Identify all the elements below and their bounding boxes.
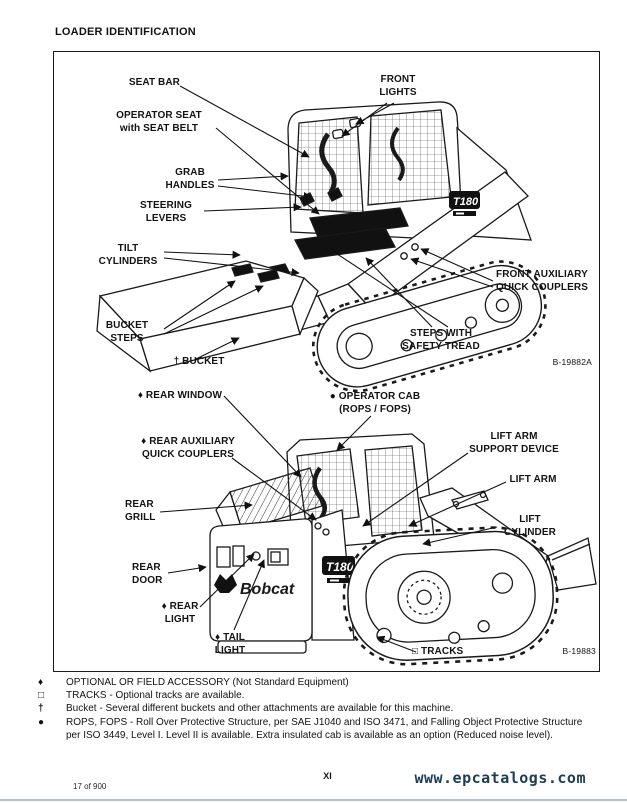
label-rear-window: ♦ REAR WINDOW bbox=[137, 390, 222, 401]
label-front-lights: FRONT LIGHTS bbox=[379, 74, 417, 98]
label-steering-levers: STEERING LEVERS bbox=[140, 200, 192, 224]
label-lift-arm-support: LIFT ARM SUPPORT DEVICE bbox=[469, 431, 559, 455]
label-rear-door: REAR DOOR bbox=[132, 562, 163, 586]
legend-item-tracks: □ TRACKS - Optional tracks are available… bbox=[38, 690, 245, 702]
circle-symbol: ● bbox=[38, 716, 45, 728]
svg-text:T180: T180 bbox=[453, 196, 479, 208]
label-lift-arm: LIFT ARM bbox=[509, 474, 557, 485]
legend-item-rops-fops: ● ROPS, FOPS - Roll Over Protective Stru… bbox=[38, 716, 583, 741]
svg-text:T180: T180 bbox=[326, 560, 354, 574]
legend-item-bucket: † Bucket - Several different buckets and… bbox=[38, 703, 454, 715]
label-tracks: □ TRACKS bbox=[412, 646, 464, 657]
watermark-link[interactable]: www.epcatalogs.com bbox=[414, 769, 586, 787]
label-rear-aux-couplers: ♦ REAR AUXILIARY QUICK COUPLERS bbox=[141, 436, 235, 460]
label-steps-safety-tread: STEPS WITH SAFETY TREAD bbox=[402, 328, 480, 352]
label-front-aux-couplers: FRONT AUXILIARY QUICK COUPLERS bbox=[496, 269, 588, 293]
label-tail-light: ♦ TAIL LIGHT bbox=[214, 632, 246, 656]
label-lift-cylinder: LIFT CYLINDER bbox=[504, 514, 556, 538]
bottom-loader-drawing: T180 Bobcat bbox=[209, 433, 597, 666]
footer-rule bbox=[0, 799, 627, 801]
label-seat-bar: SEAT BAR bbox=[128, 77, 180, 88]
label-operator-seat: OPERATOR SEAT with SEAT BELT bbox=[116, 110, 202, 134]
diamond-symbol: ♦ bbox=[38, 677, 44, 688]
label-rear-grill: REAR GRILL bbox=[125, 499, 156, 523]
label-bucket-steps: BUCKET STEPS bbox=[105, 320, 149, 344]
roman-page-numeral: XI bbox=[323, 771, 332, 781]
figure-ref-bottom: B-19883 bbox=[562, 646, 596, 656]
label-grab-handles: GRAB HANDLES bbox=[165, 167, 215, 191]
square-symbol: □ bbox=[38, 690, 45, 702]
label-tilt-cylinders: TILT CYLINDERS bbox=[98, 243, 158, 267]
page-number: 17 of 900 bbox=[73, 782, 107, 791]
label-operator-cab: ● OPERATOR CAB (ROPS / FOPS) bbox=[329, 391, 421, 415]
figure-ref-top: B-19882A bbox=[552, 357, 592, 367]
dagger-symbol: † bbox=[38, 703, 44, 715]
legend-notes: ♦ OPTIONAL OR FIELD ACCESSORY (Not Stand… bbox=[38, 676, 594, 742]
top-loader-drawing: T180 bbox=[96, 101, 547, 393]
page-title: LOADER IDENTIFICATION bbox=[55, 26, 196, 38]
legend-item-optional: ♦ OPTIONAL OR FIELD ACCESSORY (Not Stand… bbox=[38, 677, 349, 688]
leader-arrows bbox=[159, 85, 507, 653]
label-bucket: † BUCKET bbox=[173, 356, 225, 367]
label-rear-light: ♦ REAR LIGHT bbox=[161, 601, 199, 625]
